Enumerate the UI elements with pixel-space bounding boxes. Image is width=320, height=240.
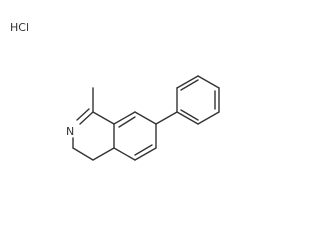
bond-c7-c8 [134,111,157,125]
bond-c4-c4a [92,147,115,161]
bond-c3-c4 [72,147,94,161]
bond-c8a-c1 [92,111,115,125]
nitrogen-atom-label: N [66,125,74,138]
bond-c7-phenyl [155,111,178,125]
structure-diagram: HCl N [10,21,220,161]
bond-c1-n-b [76,108,90,121]
bond-c8-c8a [113,111,136,125]
bond-ph-6-inner [180,109,199,121]
bond-c5-c6 [134,147,157,161]
bond-ph-5 [197,111,220,125]
bond-c8-c8a-inner [118,116,136,128]
bond-c4a-c5 [113,147,136,161]
bond-c5-c6-inner [134,144,153,156]
bond-ph-2-inner [180,79,199,91]
bond-ph-3 [197,75,220,89]
bond-c1-n-a [79,111,94,125]
bond-ph-6 [176,111,199,125]
bond-ph-2 [176,75,199,89]
salt-label-hcl: HCl [10,21,29,34]
